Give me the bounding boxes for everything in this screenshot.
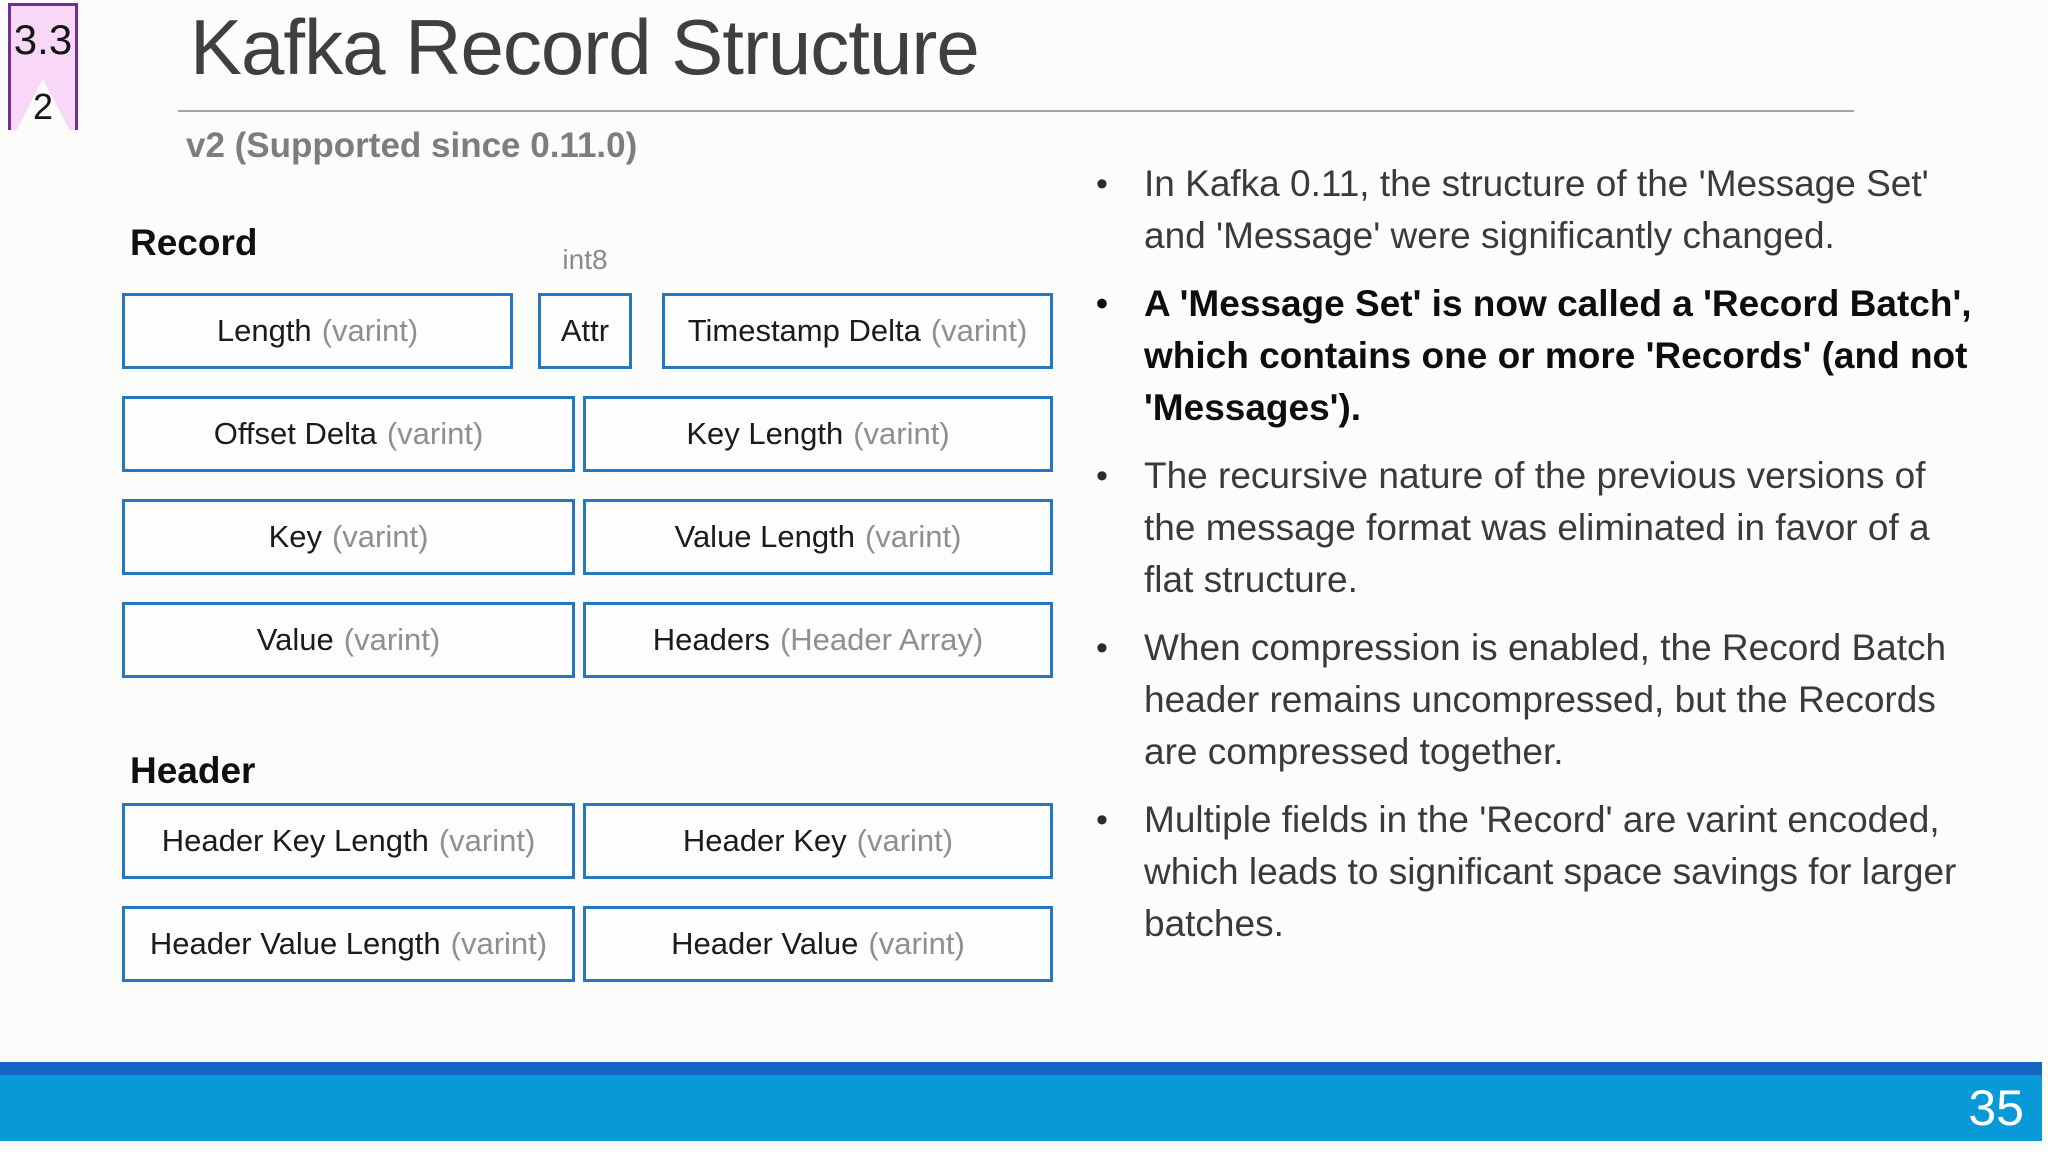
bullet-marker: • (1096, 285, 1108, 323)
field-type: (varint) (868, 926, 965, 961)
field-box-length: Length (varint) (122, 293, 513, 369)
field-name: Key (268, 519, 322, 554)
field-name: Headers (652, 622, 770, 657)
field-box-headers: Headers (Header Array) (583, 602, 1053, 678)
field-box-value: Value (varint) (122, 602, 575, 678)
footer-bar: 35 (0, 1075, 2042, 1141)
section-sub-number: 2 (32, 86, 54, 127)
field-box-attr: Attr (538, 293, 632, 369)
section-number: 3.3 (13, 16, 73, 63)
footer-accent-strip (0, 1062, 2042, 1075)
field-box-key-length: Key Length (varint) (583, 396, 1053, 472)
field-type: (varint) (450, 926, 548, 961)
field-type: (varint) (856, 823, 954, 858)
field-name: Header Value Length (149, 926, 441, 961)
title-divider (178, 110, 1854, 112)
field-box-key: Key (varint) (122, 499, 575, 575)
field-name: Attr (560, 313, 610, 348)
bullet-text: In Kafka 0.11, the structure of the 'Mes… (1144, 163, 1929, 256)
field-type: (varint) (331, 519, 429, 554)
page-title: Kafka Record Structure (190, 3, 980, 91)
bullet-item: • When compression is enabled, the Recor… (1096, 622, 1976, 778)
bullet-marker: • (1096, 457, 1108, 495)
bullet-item: • In Kafka 0.11, the structure of the 'M… (1096, 158, 1976, 262)
field-type: (varint) (864, 519, 962, 554)
field-box-header-key-length: Header Key Length (varint) (122, 803, 575, 879)
field-type: (varint) (343, 622, 441, 657)
field-name: Length (216, 313, 312, 348)
field-box-timestamp-delta: Timestamp Delta (varint) (662, 293, 1053, 369)
field-name: Timestamp Delta (687, 313, 921, 348)
field-name: Key Length (686, 416, 844, 451)
field-name: Header Value (671, 926, 859, 961)
field-type: (varint) (386, 416, 484, 451)
page-subtitle: v2 (Supported since 0.11.0) (186, 126, 638, 165)
bullet-item: • Multiple fields in the 'Record' are va… (1096, 794, 1976, 950)
section-badge: 3.3 2 (8, 3, 78, 131)
bullet-text: Multiple fields in the 'Record' are vari… (1144, 799, 1957, 944)
field-name: Header Key (682, 823, 847, 858)
bullet-marker: • (1096, 629, 1108, 667)
field-box-header-value: Header Value (varint) (583, 906, 1053, 982)
field-type: (varint) (853, 416, 950, 451)
attr-type-label: int8 (562, 244, 608, 275)
bullet-marker: • (1096, 801, 1108, 839)
bullet-marker: • (1096, 165, 1108, 203)
field-box-offset-delta: Offset Delta (varint) (122, 396, 575, 472)
bullet-item: • A 'Message Set' is now called a 'Recor… (1096, 278, 1976, 434)
field-name: Header Key Length (161, 823, 429, 858)
bullet-item: • The recursive nature of the previous v… (1096, 450, 1976, 606)
header-section-label: Header (130, 750, 256, 791)
badge-notch (16, 79, 70, 131)
field-type: (varint) (438, 823, 536, 858)
bullet-text: A 'Message Set' is now called a 'Record … (1144, 283, 1972, 428)
field-name: Offset Delta (213, 416, 377, 451)
field-box-header-key: Header Key (varint) (583, 803, 1053, 879)
field-box-value-length: Value Length (varint) (583, 499, 1053, 575)
field-name: Value Length (674, 519, 855, 554)
field-box-header-value-length: Header Value Length (varint) (122, 906, 575, 982)
field-type: (varint) (321, 313, 419, 348)
field-type: (varint) (930, 313, 1028, 348)
bullet-text: The recursive nature of the previous ver… (1144, 455, 1930, 600)
field-type: (Header Array) (779, 622, 984, 657)
field-name: Value (256, 622, 334, 657)
bullet-text: When compression is enabled, the Record … (1144, 627, 1947, 772)
notes-bullet-list: • In Kafka 0.11, the structure of the 'M… (1096, 158, 1976, 966)
record-section-label: Record (130, 222, 258, 263)
page-number: 35 (1968, 1080, 2024, 1136)
